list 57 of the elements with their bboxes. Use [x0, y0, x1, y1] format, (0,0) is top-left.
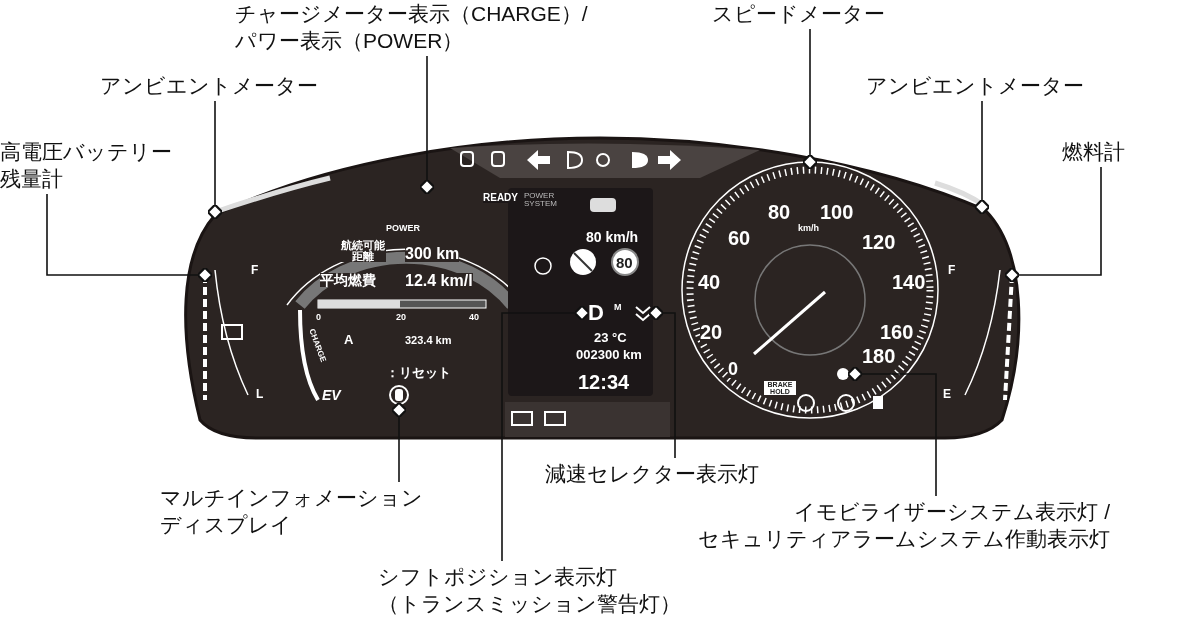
- leader-line: [501, 304, 591, 562]
- callout-text: 減速セレクター表示灯: [545, 460, 785, 487]
- status-text: POWER SYSTEM: [524, 192, 558, 208]
- sign-number: 80: [616, 255, 633, 270]
- leader-line: [801, 28, 819, 171]
- gauge-scale-number: 0: [728, 360, 738, 378]
- odometer-readout: 002300 km: [576, 348, 642, 361]
- readout-caption: 航続可能距離: [340, 240, 386, 262]
- gauge-mark: F: [251, 264, 259, 276]
- clock-readout: 12:34: [578, 372, 630, 392]
- gauge-scale-number: 180: [862, 346, 896, 366]
- gauge-scale-number: 40: [698, 272, 721, 292]
- gauge-mark: F: [948, 264, 956, 276]
- temperature-readout: 23 °C: [594, 331, 627, 344]
- callout-text: アンビエントメーター: [100, 72, 360, 99]
- leader-line: [973, 100, 991, 216]
- leader-line: [418, 55, 436, 196]
- readout-value: 12.4 km/l: [405, 273, 473, 289]
- readout-value: 300 km: [405, 246, 460, 262]
- callout-text: イモビライザーシステム表示灯 /セキュリティアラームシステム作動表示灯: [650, 498, 1110, 552]
- gauge-scale-number: 40: [469, 313, 479, 322]
- gauge-scale-number: 140: [892, 272, 926, 292]
- leader-line: [846, 365, 937, 497]
- gauge-scale-number: 20: [396, 313, 406, 322]
- callout-text: マルチインフォメーションディスプレイ: [160, 484, 428, 538]
- unit-text: km/h: [798, 224, 819, 233]
- gauge-scale-number: 100: [820, 202, 854, 222]
- badge-text: EV: [322, 388, 341, 402]
- readout-value: 323.4 km: [405, 335, 452, 346]
- gauge-scale-number: 20: [700, 322, 723, 342]
- callout-text: 燃料計: [1062, 138, 1142, 165]
- callout-text: 高電圧バッテリー残量計: [0, 138, 172, 192]
- callout-text: チャージメーター表示（CHARGE）/パワー表示（POWER）: [235, 0, 603, 54]
- leader-line: [1003, 166, 1102, 284]
- leader-line: [46, 193, 214, 284]
- mode-letter: A: [344, 333, 354, 346]
- callout-text: スピードメーター: [712, 0, 912, 27]
- gauge-scale-number: 160: [880, 322, 914, 342]
- leader-line: [206, 100, 224, 221]
- door-icon: [389, 385, 409, 405]
- readout-caption: 平均燃費: [320, 273, 376, 287]
- mode-letter: M: [614, 303, 622, 312]
- speed-setting-value: 80 km/h: [586, 230, 639, 244]
- gauge-mark: E: [943, 388, 951, 400]
- gauge-scale-number: 120: [862, 232, 896, 252]
- leader-line: [390, 401, 408, 483]
- callout-text: シフトポジション表示灯（トランスミッション警告灯）: [378, 563, 708, 617]
- gauge-mark: L: [256, 388, 264, 400]
- gauge-scale-number: 60: [728, 228, 751, 248]
- status-text: READY: [483, 193, 518, 203]
- gauge-scale-number: 80: [768, 202, 791, 222]
- gauge-caption: POWER: [386, 224, 420, 233]
- deceleration-icon: [635, 306, 651, 322]
- callout-text: アンビエントメーター: [866, 72, 1126, 99]
- leader-line: [647, 304, 676, 459]
- indicator-dot: [837, 368, 849, 380]
- gauge-scale-number: 0: [316, 313, 321, 322]
